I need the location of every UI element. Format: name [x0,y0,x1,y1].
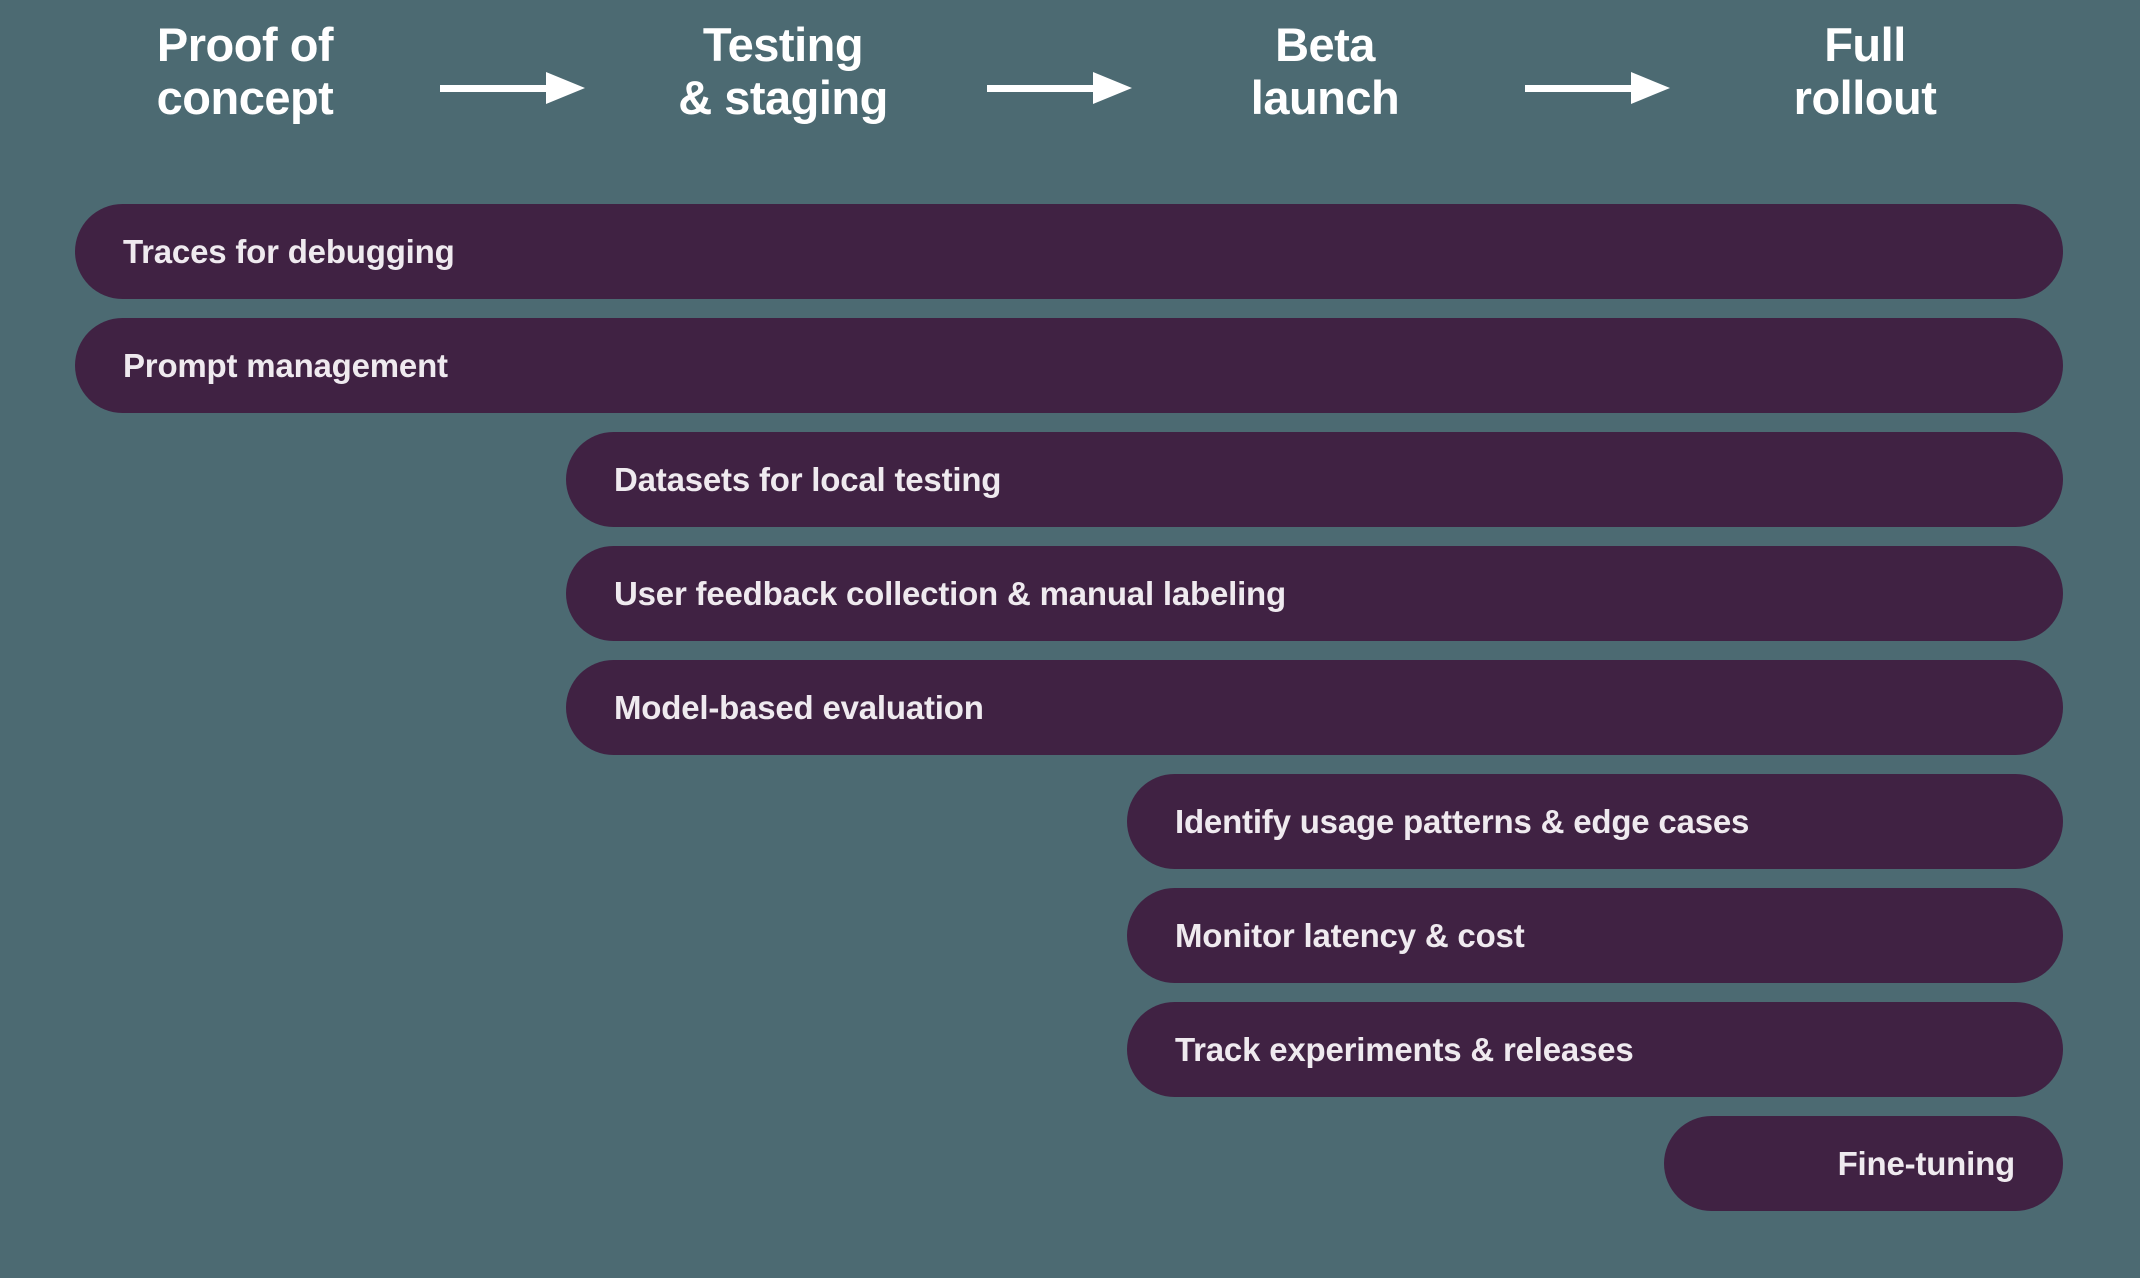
arrow-head [1631,72,1670,104]
capability-bar-label: Fine-tuning [1837,1144,2016,1182]
phase-label-full-rollout: Full rollout [1793,18,1937,125]
right-arrow-icon [1525,72,1670,104]
capability-bar-prompt-management[interactable]: Prompt management [75,318,2063,413]
capability-bar-monitor-latency-and-cost[interactable]: Monitor latency & cost [1127,888,2063,983]
capability-bar-datasets-for-local-testing[interactable]: Datasets for local testing [566,432,2063,527]
capability-bar-model-based-evaluation[interactable]: Model-based evaluation [566,660,2063,755]
capability-bar-fine-tuning[interactable]: Fine-tuning [1664,1116,2063,1211]
arrow-shaft [987,85,1099,92]
capability-bar-label: Track experiments & releases [1175,1030,1634,1068]
capability-bar-label: Identify usage patterns & edge cases [1175,802,1750,840]
capability-bar-label: Traces for debugging [123,232,455,270]
right-arrow-icon [440,72,585,104]
arrow-shaft [440,85,552,92]
phase-label-beta-launch: Beta launch [1250,18,1400,125]
capability-bar-identify-usage-patterns-and-edge-cases[interactable]: Identify usage patterns & edge cases [1127,774,2063,869]
capability-bar-user-feedback-collection-and-manual-labeling[interactable]: User feedback collection & manual labeli… [566,546,2063,641]
capability-bar-label: Model-based evaluation [614,688,984,726]
capability-bar-label: Monitor latency & cost [1175,916,1525,954]
arrow-head [1093,72,1132,104]
capability-bar-label: Prompt management [123,346,448,384]
phase-label-proof-of-concept: Proof of concept [156,18,334,125]
capability-bar-label: Datasets for local testing [614,460,1002,498]
capability-bar-traces-for-debugging[interactable]: Traces for debugging [75,204,2063,299]
right-arrow-icon [987,72,1132,104]
phase-label-testing-and-staging: Testing & staging [678,18,888,125]
capability-bar-track-experiments-and-releases[interactable]: Track experiments & releases [1127,1002,2063,1097]
capability-bar-label: User feedback collection & manual labeli… [614,574,1286,612]
phase-header-row: Proof of concept Testing & staging Beta … [0,0,2140,175]
arrow-shaft [1525,85,1637,92]
arrow-head [546,72,585,104]
